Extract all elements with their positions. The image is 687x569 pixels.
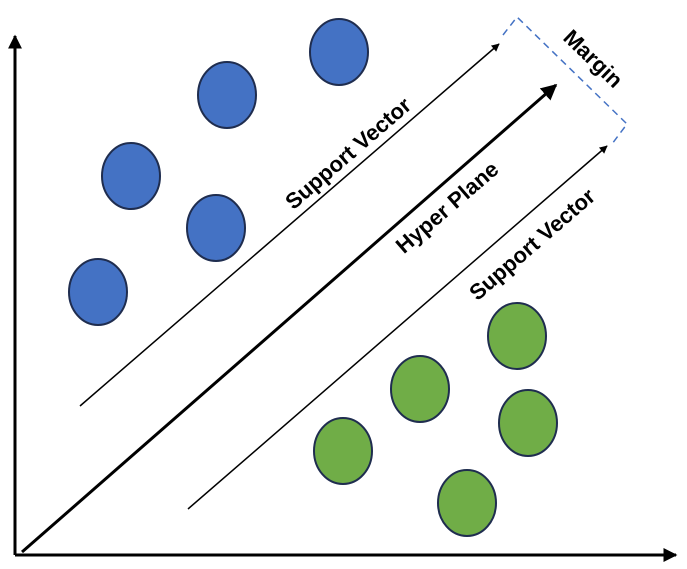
class-a-points [68, 18, 369, 326]
class-a-point [309, 18, 369, 86]
class-b-point [487, 302, 547, 370]
class-a-point [197, 61, 257, 129]
class-a-point [68, 258, 128, 326]
class-b-point [313, 417, 373, 485]
hyper-plane-line [21, 83, 558, 554]
support-vector-label-upper: Support Vector [280, 92, 416, 214]
class-b-point [498, 389, 558, 457]
class-a-point [101, 142, 161, 210]
support-vector-label-lower: Support Vector [464, 183, 600, 305]
class-b-point [437, 469, 497, 537]
margin-bracket [502, 15, 628, 145]
hyper-plane-label: Hyper Plane [391, 156, 504, 258]
support-vector-line-upper [79, 43, 500, 407]
class-b-point [390, 355, 450, 423]
support-vector-line-lower [187, 145, 608, 510]
margin-label: Margin [559, 25, 628, 93]
class-b-points [313, 302, 558, 537]
class-a-point [186, 194, 246, 262]
